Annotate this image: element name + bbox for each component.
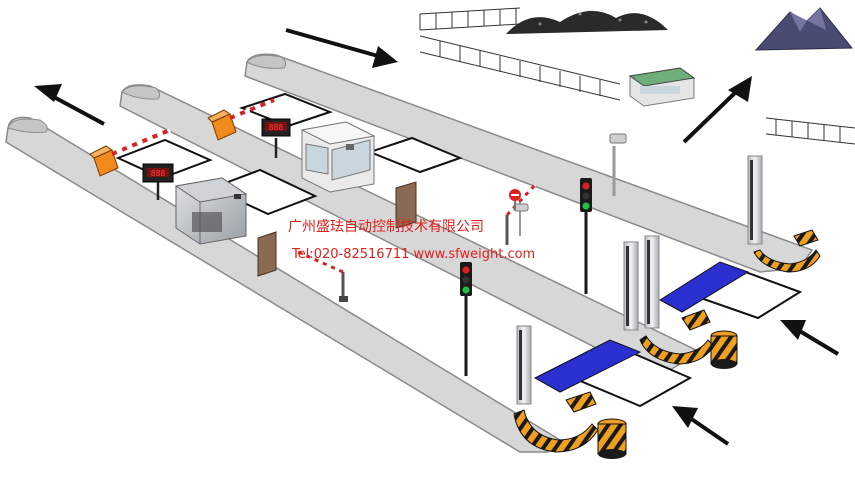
direction-arrow-icon bbox=[285, 28, 398, 68]
barrier-gate-center bbox=[505, 183, 537, 245]
display-screen-icon: 888 bbox=[142, 163, 174, 200]
barrier-gate-middle bbox=[207, 98, 275, 141]
direction-arrow-icon bbox=[672, 406, 730, 446]
direction-arrow-icon bbox=[780, 320, 840, 356]
svg-text:888: 888 bbox=[269, 123, 284, 132]
no-entry-sign-icon bbox=[509, 189, 521, 210]
watermark-contact: Tel:020-82516711 www.sfweight.com bbox=[291, 247, 535, 262]
watermark: 广州盛珐自动控制技术有限公司 Tel:020-82516711 www.sfwe… bbox=[288, 219, 535, 262]
guard-booth-left bbox=[174, 177, 248, 245]
scale-deck-lower bbox=[533, 339, 642, 393]
sensor-pillar bbox=[747, 155, 763, 245]
traffic-light-icon bbox=[460, 262, 472, 376]
traffic-light-icon bbox=[580, 178, 592, 294]
barrier-gate-left bbox=[89, 128, 171, 177]
svg-text:888: 888 bbox=[151, 169, 166, 178]
fence bbox=[419, 7, 855, 145]
hazard-bumper bbox=[753, 229, 821, 273]
door-panel bbox=[395, 181, 417, 229]
sensor-pillar bbox=[623, 241, 639, 331]
barrier-gate-exit bbox=[297, 250, 348, 302]
mountain bbox=[754, 7, 854, 51]
hazard-bumper bbox=[513, 391, 599, 453]
camera-icon bbox=[513, 202, 529, 236]
hazard-drum bbox=[710, 330, 738, 369]
display-screen-icon: 888 bbox=[261, 118, 291, 158]
scale-deck-upper bbox=[659, 261, 750, 313]
door-panel bbox=[257, 231, 277, 277]
direction-arrow-icon bbox=[34, 84, 105, 126]
camera-icon bbox=[609, 133, 627, 196]
material-pile bbox=[506, 10, 668, 34]
sensor-pillar bbox=[516, 325, 532, 405]
road-left bbox=[5, 116, 562, 453]
watermark-company: 广州盛珐自动控制技术有限公司 bbox=[288, 219, 484, 235]
sensor-pillar bbox=[644, 235, 660, 329]
direction-arrow-icon bbox=[682, 76, 752, 144]
hazard-drum bbox=[597, 418, 627, 459]
guard-booth-far bbox=[628, 67, 696, 107]
guard-booth-center bbox=[300, 121, 376, 193]
